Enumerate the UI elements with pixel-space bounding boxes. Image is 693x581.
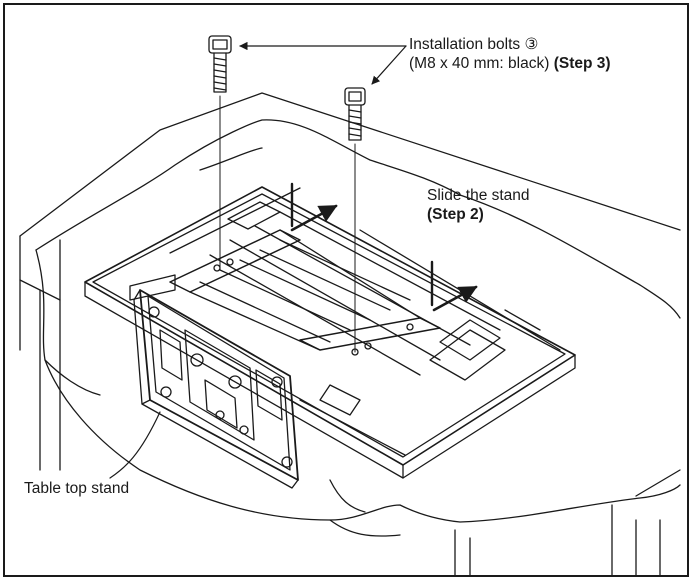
leader-lines: [109, 41, 407, 479]
bolts-callout-title: Installation bolts ③: [409, 36, 539, 53]
bolts-callout-spec: (M8 x 40 mm: black): [409, 55, 550, 72]
protective-cloth: [35, 119, 681, 537]
slide-callout-title: Slide the stand: [427, 187, 530, 204]
slide-callout-step-line: (Step 2): [427, 205, 484, 224]
bolts-callout-step: (Step 3): [553, 55, 611, 72]
stand-callout: Table top stand: [24, 479, 129, 498]
tv-panel: [84, 186, 576, 479]
stand-callout-title: Table top stand: [24, 480, 130, 497]
bolts-callout-detail: (M8 x 40 mm: black) (Step 3): [409, 54, 611, 73]
stand-rails: [169, 229, 441, 356]
table: [19, 92, 681, 576]
slide-callout: Slide the stand: [427, 186, 530, 205]
slide-callout-step: (Step 2): [427, 206, 484, 223]
slide-arrows: [290, 182, 478, 312]
bolts-callout: Installation bolts ③: [409, 35, 538, 54]
table-top-stand: [133, 289, 299, 489]
installation-bolt-left: [208, 35, 232, 271]
installation-bolt-right: [344, 87, 366, 353]
